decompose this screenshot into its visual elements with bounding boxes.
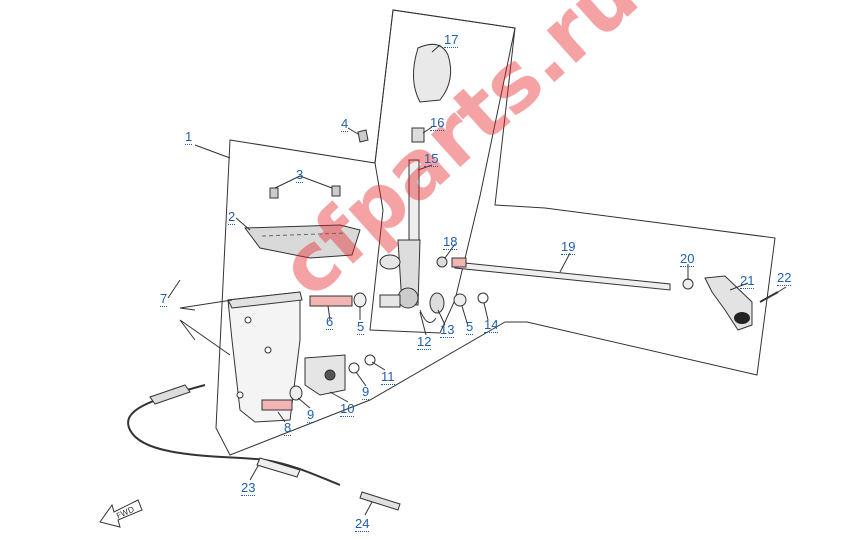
bushing: [289, 385, 303, 401]
nut-20: [682, 278, 694, 290]
nut: [477, 292, 489, 304]
bracket-hole: [236, 391, 244, 399]
bracket-hole: [264, 346, 272, 354]
shifter-subassembly-box: [369, 9, 516, 334]
pivot-pin: [309, 295, 353, 307]
callout-19[interactable]: 19: [561, 239, 576, 255]
callout-3[interactable]: 3: [296, 167, 304, 183]
bearing: [429, 292, 445, 314]
bracket-hole: [244, 316, 252, 324]
bushing: [353, 292, 367, 308]
callout-15[interactable]: 15: [424, 151, 439, 167]
callout-17[interactable]: 17: [444, 32, 459, 48]
bolt-22: [759, 291, 779, 303]
callout-21[interactable]: 21: [740, 273, 755, 289]
shift-gate-cover: [244, 224, 361, 259]
rod-end-ball: [436, 256, 448, 268]
callout-9a[interactable]: 9: [307, 407, 315, 423]
washer: [453, 293, 467, 307]
rod-end-18: [451, 257, 467, 268]
callout-24[interactable]: 24: [355, 516, 370, 532]
cable-adjuster: [256, 457, 301, 478]
callout-22[interactable]: 22: [777, 270, 792, 286]
washer: [348, 362, 360, 374]
callout-4[interactable]: 4: [341, 116, 349, 132]
knob-bushing: [411, 127, 425, 143]
callout-13[interactable]: 13: [440, 322, 455, 338]
shift-knob: [413, 43, 452, 103]
fwd-label: FWD: [115, 505, 136, 521]
callout-11[interactable]: 11: [381, 369, 395, 385]
callout-8[interactable]: 8: [284, 420, 292, 436]
callout-14[interactable]: 14: [484, 317, 499, 333]
callout-23[interactable]: 23: [241, 480, 256, 496]
assembly-outline-box: [215, 9, 776, 456]
bracket-rail: [227, 291, 303, 309]
cover-bolt: [269, 187, 279, 199]
lever-boss: [379, 254, 401, 270]
callout-12[interactable]: 12: [417, 334, 432, 350]
callout-7[interactable]: 7: [160, 291, 168, 307]
bushing-sleeve: [379, 294, 401, 308]
plate-hole: [324, 369, 336, 381]
callout-1[interactable]: 1: [185, 129, 193, 145]
nut-4: [357, 129, 369, 143]
callout-20[interactable]: 20: [680, 251, 695, 267]
callout-5a[interactable]: 5: [357, 319, 365, 335]
pivot-pin: [261, 399, 293, 411]
callout-5b[interactable]: 5: [466, 319, 474, 335]
callout-16[interactable]: 16: [430, 115, 445, 131]
arm-hole: [734, 312, 750, 324]
cover-bolt: [331, 185, 341, 197]
callout-2[interactable]: 2: [228, 209, 236, 225]
lever-pivot: [397, 287, 419, 309]
callout-10[interactable]: 10: [340, 401, 355, 417]
callout-18[interactable]: 18: [443, 234, 458, 250]
cable-end: [149, 384, 191, 405]
callout-6[interactable]: 6: [326, 314, 334, 330]
fwd-arrow-icon: FWD: [99, 499, 143, 528]
callout-9b[interactable]: 9: [362, 384, 370, 400]
leader-lines: [167, 44, 787, 516]
clip-12: [419, 309, 437, 323]
cable-rod-end: [359, 491, 401, 511]
shift-cable: [127, 384, 341, 486]
